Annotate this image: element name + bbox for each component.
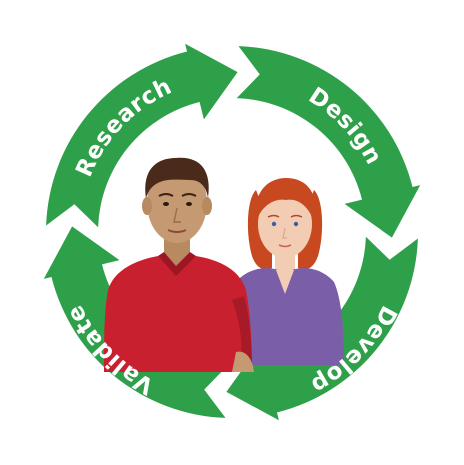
man-shirt [104, 256, 252, 372]
woman-shirt [236, 268, 344, 365]
woman-face [258, 190, 312, 258]
man-face [147, 163, 207, 243]
develop-arrow [226, 236, 418, 421]
research-arrow [46, 43, 238, 228]
woman-figure [236, 178, 344, 365]
people-illustration [104, 157, 344, 372]
design-arrow [236, 46, 421, 238]
man-figure [104, 157, 254, 372]
